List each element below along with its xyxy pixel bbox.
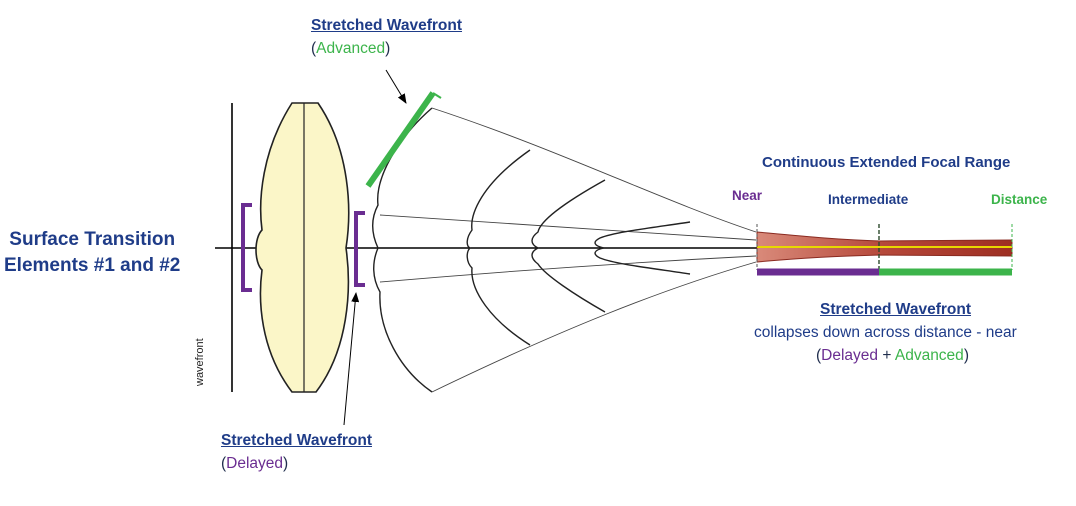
focal-range-heading: Continuous Extended Focal Range [762, 154, 1011, 171]
top-wavefront-subtitle: (Advanced) [311, 39, 390, 58]
purple-bracket-right [354, 211, 365, 287]
right-sub-advanced: Advanced [894, 347, 964, 364]
green-bracket-tip [432, 92, 442, 99]
top-sub-word: Advanced [316, 40, 386, 57]
ray-lower-inner [379, 255, 757, 283]
right-sub-close: ) [963, 347, 969, 364]
bottom-sub-close: ) [283, 455, 289, 472]
right-wavefront-line3: (Delayed + Advanced) [816, 346, 969, 365]
lens [255, 102, 350, 393]
bottom-sub-open: ( [221, 455, 227, 472]
surface-transition-label: Surface Transition Elements #1 and #2 [4, 227, 180, 278]
green-advanced-bar [365, 91, 436, 188]
purple-bracket-left [241, 203, 252, 292]
arrow-to-advanced [385, 69, 407, 104]
wavefront-curve-1 [372, 107, 433, 393]
bottom-wavefront-subtitle: (Delayed) [221, 454, 288, 473]
near-label: Near [732, 188, 763, 203]
ray-upper-inner [379, 214, 757, 241]
top-wavefront-title: Stretched Wavefront [311, 17, 463, 34]
right-sub-plus: + [878, 347, 895, 364]
right-wavefront-line2: collapses down across distance - near [754, 324, 1017, 341]
surface-transition-line2: Elements #1 and #2 [4, 254, 181, 276]
ray-lower-outer [431, 261, 757, 393]
bottom-wavefront-title: Stretched Wavefront [221, 432, 373, 449]
right-wavefront-title: Stretched Wavefront [820, 301, 972, 318]
top-sub-close: ) [385, 40, 391, 57]
wavefront-curve-2 [466, 149, 531, 346]
wavefront-curve-4 [594, 221, 691, 275]
arrow-to-delayed [343, 292, 360, 426]
right-sub-delayed: Delayed [821, 347, 879, 364]
bottom-sub-word: Delayed [226, 455, 284, 472]
wavefront-curve-3 [531, 179, 606, 313]
distance-label: Distance [991, 192, 1048, 207]
ray-upper-outer [431, 107, 757, 233]
surface-transition-line1: Surface Transition [9, 229, 176, 250]
top-sub-open: ( [311, 40, 317, 57]
intermediate-label: Intermediate [828, 192, 909, 207]
wavefront-vertical-label: wavefront [194, 338, 206, 386]
right-sub-open: ( [816, 347, 822, 364]
